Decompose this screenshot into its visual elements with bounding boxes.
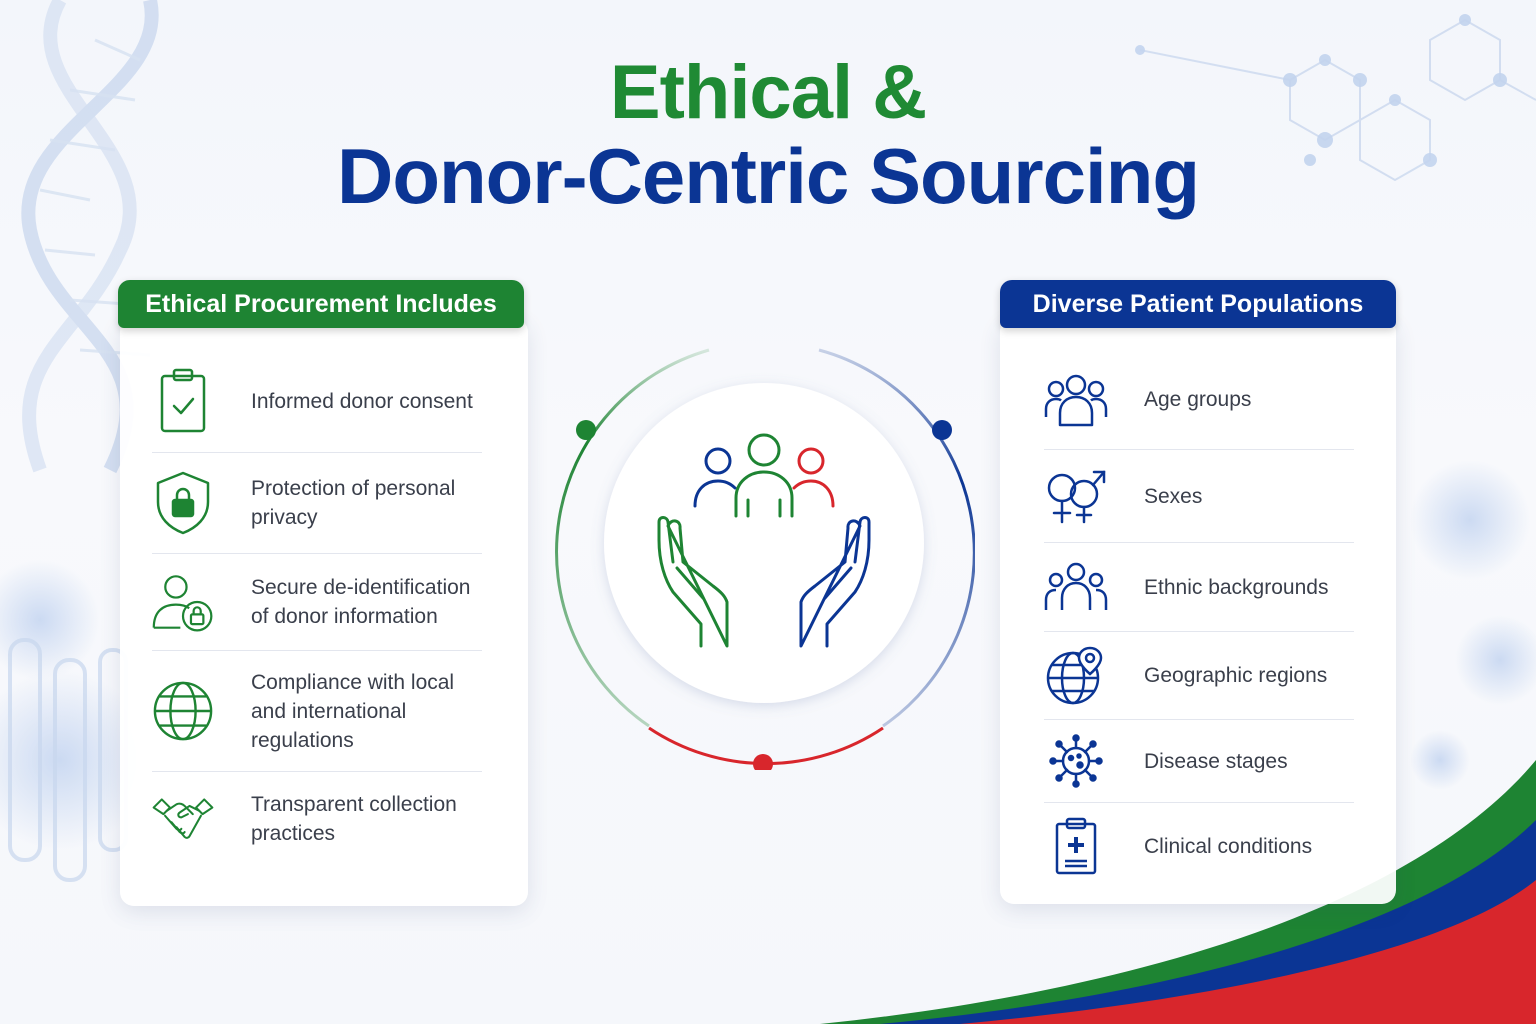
list-item: Compliance with local and international … — [152, 651, 482, 772]
right-panel-header: Diverse Patient Populations — [1000, 280, 1396, 328]
user-lock-icon — [152, 569, 214, 635]
list-item: Transparent collection practices — [152, 772, 482, 866]
shield-lock-icon — [152, 470, 214, 536]
list-item-label: Ethnic backgrounds — [1144, 575, 1329, 599]
center-graphic — [553, 330, 976, 774]
list-item-label: Age groups — [1144, 388, 1252, 411]
ring-dot-blue — [932, 420, 952, 440]
list-item: Ethnic backgrounds — [1044, 543, 1354, 632]
ring-dot-green — [576, 420, 596, 440]
list-item-label: Transparent collection practices — [251, 793, 457, 845]
list-item-label: Informed donor consent — [251, 389, 473, 413]
inner-circle — [604, 383, 924, 703]
list-item: Informed donor consent — [152, 350, 482, 453]
handshake-icon — [152, 791, 214, 847]
ethnic-group-icon — [1044, 562, 1108, 612]
list-item: Protection of personal privacy — [152, 453, 482, 554]
list-item-label: Geographic regions — [1144, 664, 1328, 687]
virus-icon — [1044, 734, 1108, 788]
medical-clipboard-icon — [1044, 817, 1108, 875]
globe-icon — [152, 679, 214, 743]
list-item-label: Sexes — [1144, 484, 1203, 508]
page-title: Ethical & Donor-Centric Sourcing — [0, 50, 1536, 221]
test-tubes-decoration — [8, 638, 128, 882]
ring-dot-red — [753, 754, 773, 774]
list-item-label: Clinical conditions — [1144, 834, 1313, 858]
globe-pin-icon — [1044, 646, 1108, 706]
list-item: Disease stages — [1044, 720, 1354, 803]
people-group-icon — [1044, 373, 1108, 427]
left-panel-header: Ethical Procurement Includes — [118, 280, 524, 328]
hands-holding-people-icon — [657, 433, 871, 648]
list-item: Geographic regions — [1044, 632, 1354, 720]
title-line-2: Donor-Centric Sourcing — [336, 132, 1200, 221]
list-item-label: Disease stages — [1144, 749, 1288, 773]
list-item: Secure de-identification of donor inform… — [152, 554, 482, 651]
title-line-1: Ethical & — [609, 50, 927, 135]
list-item-label: Secure de-identification of donor inform… — [251, 576, 471, 628]
clipboard-check-icon — [152, 368, 214, 434]
list-item: Clinical conditions — [1044, 803, 1354, 889]
list-item: Age groups — [1044, 350, 1354, 450]
gender-symbols-icon — [1044, 468, 1108, 524]
list-item-label: Compliance with local and international … — [251, 670, 455, 752]
right-panel — [1000, 318, 1396, 904]
list-item: Sexes — [1044, 450, 1354, 543]
patient-populations-list: Age groups Sexes — [1044, 350, 1354, 889]
list-item-label: Protection of personal privacy — [251, 477, 456, 529]
ethical-procurement-list: Informed donor consent Protection of per… — [152, 350, 482, 866]
